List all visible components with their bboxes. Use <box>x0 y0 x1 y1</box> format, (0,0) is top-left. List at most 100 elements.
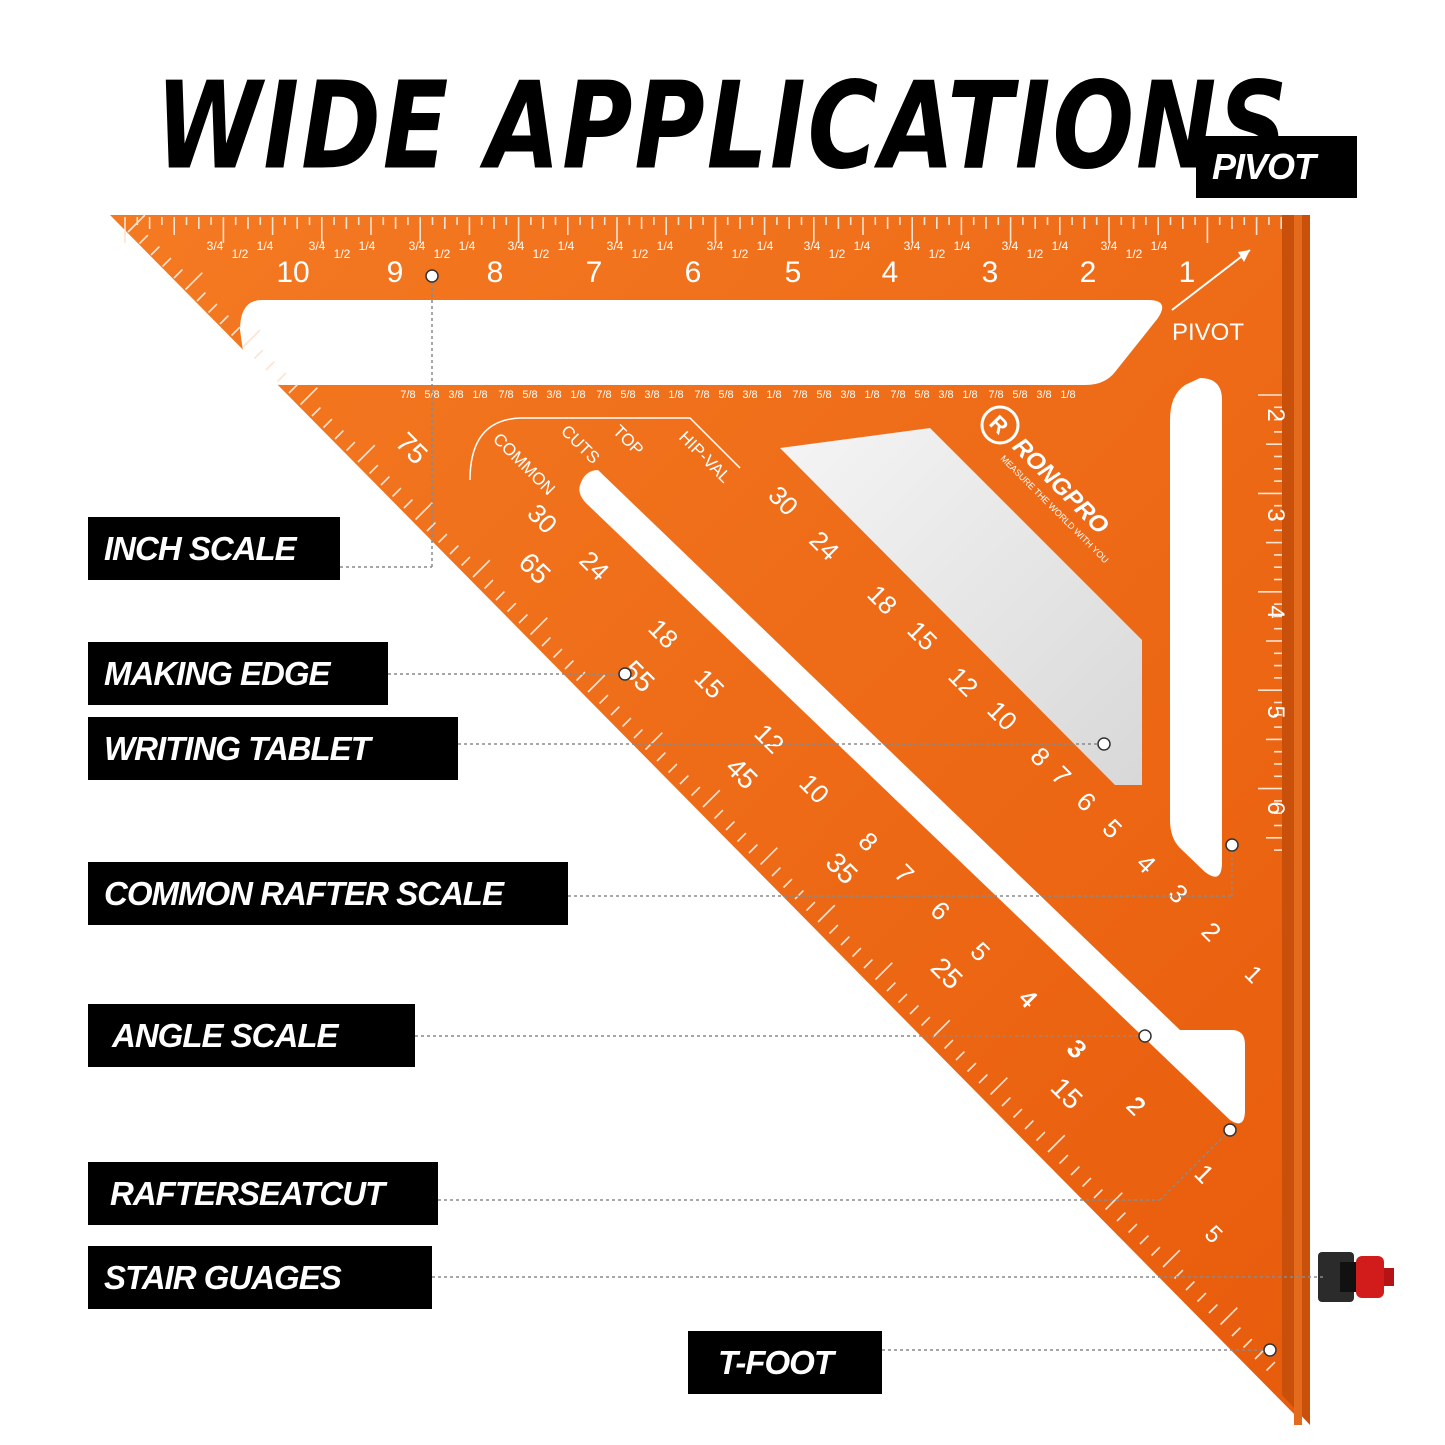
hypotenuse-tick <box>334 430 344 440</box>
eighth-fraction-label: 7/8 <box>988 389 1003 401</box>
scale-guide-line <box>469 417 741 481</box>
scale-ticks <box>124 214 1282 1372</box>
hypotenuse-tick <box>380 476 390 486</box>
hypotenuse-tick <box>943 1039 954 1050</box>
eighth-fraction-label: 7/8 <box>400 389 415 401</box>
hypotenuse-tick <box>265 361 275 371</box>
hypotenuse-tick <box>978 1074 988 1084</box>
angle-scale-tag: ANGLE SCALE <box>88 1004 415 1067</box>
eighth-fraction-label: 3/8 <box>938 389 953 401</box>
top-fraction-label: 1/2 <box>732 247 749 261</box>
hypotenuse-tick <box>518 614 528 624</box>
hypotenuse-tick <box>736 832 747 843</box>
hypotenuse-tick <box>1219 1307 1238 1326</box>
hypotenuse-tick <box>782 878 793 889</box>
hypotenuse-tick <box>1058 1154 1069 1165</box>
hypotenuse-tick <box>1208 1304 1218 1314</box>
making-edge-tag: MAKING EDGE <box>88 642 388 705</box>
top-fraction-label: 1/4 <box>1052 239 1069 253</box>
hypotenuse-tick <box>207 303 218 314</box>
hypotenuse-tick <box>437 533 448 544</box>
hypotenuse-tick <box>288 384 298 394</box>
hypotenuse-tick <box>1070 1166 1080 1176</box>
hypotenuse-tick <box>311 407 321 417</box>
hypotenuse-tick <box>667 763 678 774</box>
hypotenuse-tick <box>955 1051 965 1061</box>
hypotenuse-tick <box>449 545 459 555</box>
top-fraction-label: 3/4 <box>309 239 326 253</box>
eighth-fraction-label: 1/8 <box>864 389 879 401</box>
top-fraction-label: 1/2 <box>1027 247 1044 261</box>
writing-tablet <box>780 428 1142 785</box>
top-fraction-label: 1/4 <box>459 239 476 253</box>
eighth-fraction-label: 5/8 <box>914 389 929 401</box>
hypotenuse-tick <box>748 844 758 854</box>
top-inch-numeral: 5 <box>785 256 802 289</box>
hypotenuse-tick <box>1162 1249 1181 1268</box>
eighth-fraction-label: 1/8 <box>1060 389 1075 401</box>
top-fraction-label: 1/2 <box>434 247 451 261</box>
eighth-fraction-label: 3/8 <box>1036 389 1051 401</box>
t-foot-tag: T-FOOT <box>688 1331 882 1394</box>
eighth-fraction-label: 3/8 <box>840 389 855 401</box>
eighth-fraction-label: 1/8 <box>668 389 683 401</box>
hypotenuse-tick <box>391 487 402 498</box>
hypotenuse-tick <box>138 234 149 245</box>
hypotenuse-tick <box>587 674 606 693</box>
hypotenuse-tick <box>725 821 735 831</box>
hypotenuse-tick <box>541 637 551 647</box>
top-fraction-label: 3/4 <box>707 239 724 253</box>
diagonal-slot <box>579 470 1245 1124</box>
eighth-fraction-label: 7/8 <box>792 389 807 401</box>
hypotenuse-tick <box>575 671 586 682</box>
hypotenuse-tick <box>1035 1131 1046 1142</box>
hypotenuse-tick <box>598 694 609 705</box>
hypotenuse-tick <box>805 901 816 912</box>
hypotenuse-tick <box>633 729 643 739</box>
hypotenuse-tick <box>368 464 379 475</box>
hypotenuse-tick <box>150 246 160 256</box>
top-fraction-label: 3/4 <box>804 239 821 253</box>
hypotenuse-tick <box>1093 1189 1103 1199</box>
hypotenuse-tick <box>920 1016 931 1027</box>
right-inch-numeral: 6 <box>1262 801 1289 814</box>
hypotenuse-tick <box>644 732 663 751</box>
hypotenuse-tick <box>414 502 433 521</box>
top-inch-numeral: 8 <box>487 256 504 289</box>
writing-tablet-tag: WRITING TABLET <box>88 717 458 780</box>
right-inch-numeral: 3 <box>1262 508 1289 521</box>
top-fraction-label: 1/4 <box>558 239 575 253</box>
pivot-mark-text: PIVOT <box>1172 319 1244 346</box>
hypotenuse-tick <box>771 867 781 877</box>
hypotenuse-tick <box>1047 1134 1066 1153</box>
hypotenuse-tick <box>1139 1235 1149 1245</box>
eighth-fraction-label: 1/8 <box>472 389 487 401</box>
top-fraction-label: 1/4 <box>359 239 376 253</box>
hypotenuse-tick <box>357 444 376 463</box>
top-slot <box>240 300 1163 385</box>
hypotenuse-tick <box>1150 1246 1161 1257</box>
right-inch-numeral: 4 <box>1262 605 1289 618</box>
hypotenuse-tick <box>1265 1361 1276 1372</box>
hypotenuse-tick <box>426 522 436 532</box>
hypotenuse-tick <box>610 706 620 716</box>
top-inch-numeral: 10 <box>276 256 309 289</box>
hypotenuse-tick <box>552 648 563 659</box>
eighth-fraction-label: 5/8 <box>620 389 635 401</box>
hypotenuse-tick <box>1127 1223 1138 1234</box>
eighth-fraction-label: 3/8 <box>546 389 561 401</box>
top-fraction-label: 3/4 <box>1101 239 1118 253</box>
hypotenuse-tick <box>851 947 862 958</box>
eighth-fraction-label: 3/8 <box>742 389 757 401</box>
hypotenuse-tick <box>679 775 689 785</box>
headline: WIDE APPLICATIONS <box>155 56 1290 196</box>
hypotenuse-tick <box>1104 1192 1123 1211</box>
top-fraction-label: 1/2 <box>929 247 946 261</box>
hypotenuse-tick <box>460 556 471 567</box>
eighth-fraction-label: 7/8 <box>498 389 513 401</box>
hypotenuse-tick <box>794 890 804 900</box>
hypotenuse-tick <box>1001 1097 1011 1107</box>
top-fraction-label: 3/4 <box>409 239 426 253</box>
eighth-fraction-label: 7/8 <box>694 389 709 401</box>
eighth-fraction-label: 7/8 <box>890 389 905 401</box>
